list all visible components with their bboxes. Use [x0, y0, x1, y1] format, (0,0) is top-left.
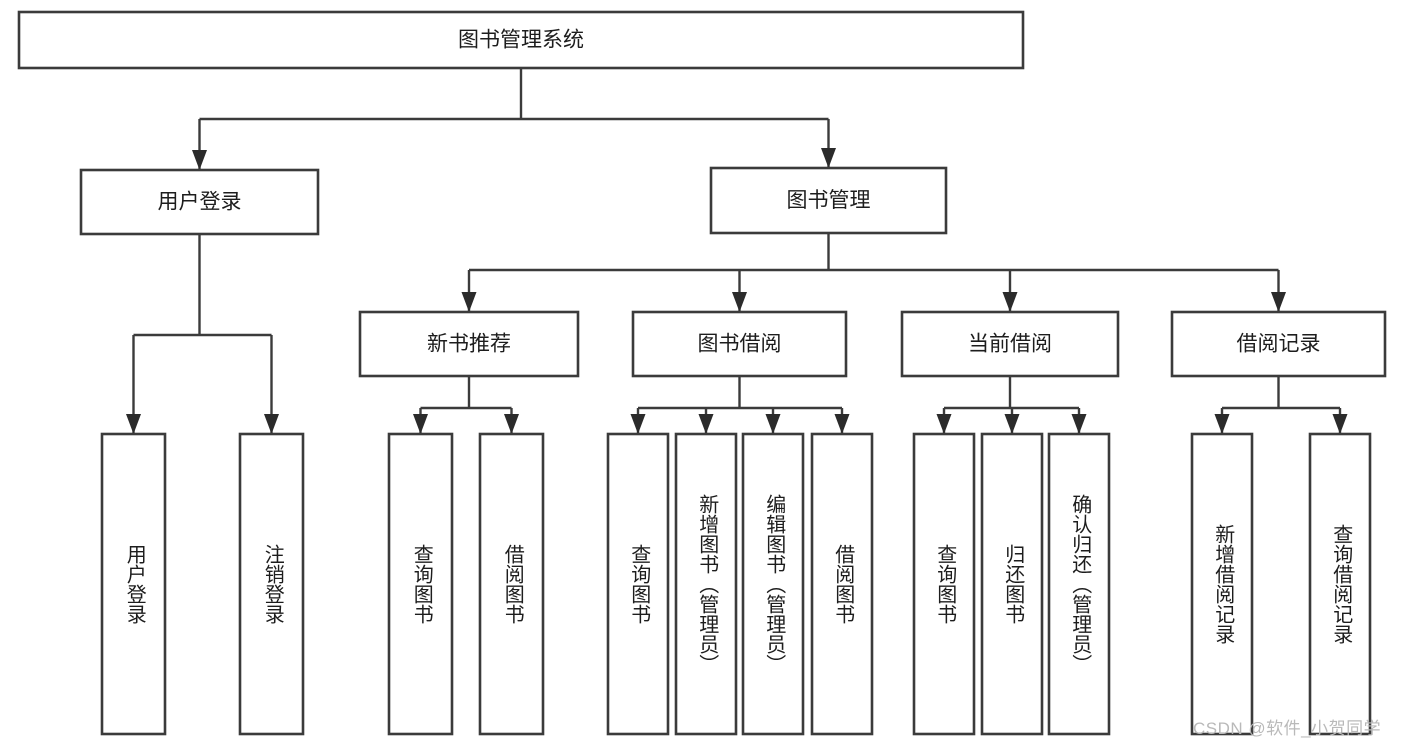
arrow-head-icon	[1271, 292, 1286, 312]
node-level2-2-label: 当前借阅	[968, 333, 1052, 356]
node-leaf-9[interactable]	[980, 432, 1044, 736]
node-level2-3[interactable]	[1170, 310, 1387, 378]
arrow-head-icon	[461, 292, 477, 312]
node-level1-1-label: 图书管理	[787, 189, 871, 212]
arrow-head-icon	[1332, 414, 1348, 434]
node-level1-1[interactable]	[709, 166, 948, 235]
node-box-layer	[17, 10, 1387, 736]
arrow-head-icon	[834, 414, 850, 434]
node-level1-0[interactable]	[79, 168, 320, 236]
node-leaf-7[interactable]	[810, 432, 874, 736]
node-level2-0[interactable]	[358, 310, 580, 378]
arrow-head-icon	[765, 414, 781, 434]
arrow-head-icon	[264, 414, 279, 434]
arrow-head-icon	[1002, 292, 1018, 312]
watermark-text: CSDN @软件_小贺同学	[1193, 719, 1382, 738]
node-level1-0-label: 用户登录	[158, 191, 242, 214]
node-leaf-4[interactable]	[606, 432, 670, 736]
node-leaf-6[interactable]	[741, 432, 805, 736]
node-level2-0-label: 新书推荐	[427, 333, 511, 356]
node-leaf-11[interactable]	[1190, 432, 1254, 736]
node-leaf-2[interactable]	[387, 432, 454, 736]
node-level2-1[interactable]	[631, 310, 848, 378]
connector-layer	[126, 68, 1348, 434]
node-level2-3-label: 借阅记录	[1237, 333, 1321, 356]
node-root-label: 图书管理系统	[458, 29, 584, 52]
arrow-head-icon	[504, 414, 519, 434]
arrow-head-icon	[192, 150, 207, 170]
node-leaf-12[interactable]	[1308, 432, 1372, 736]
node-leaf-0[interactable]	[100, 432, 167, 736]
arrow-head-icon	[1071, 414, 1087, 434]
node-root[interactable]	[17, 10, 1025, 70]
arrow-head-icon	[630, 414, 646, 434]
arrow-head-icon	[1214, 414, 1230, 434]
arrow-head-icon	[698, 414, 714, 434]
node-leaf-10[interactable]	[1047, 432, 1111, 736]
node-leaf-8[interactable]	[912, 432, 976, 736]
arrow-head-icon	[732, 292, 747, 312]
arrow-head-icon	[821, 148, 836, 168]
arrow-head-icon	[936, 414, 952, 434]
node-level2-1-label: 图书借阅	[698, 333, 782, 356]
node-level2-2[interactable]	[900, 310, 1120, 378]
node-leaf-1[interactable]	[238, 432, 305, 736]
arrow-head-icon	[126, 414, 141, 434]
node-leaf-5[interactable]	[674, 432, 738, 736]
arrow-head-icon	[413, 414, 428, 434]
node-leaf-3[interactable]	[478, 432, 545, 736]
arrow-head-icon	[1004, 414, 1020, 434]
